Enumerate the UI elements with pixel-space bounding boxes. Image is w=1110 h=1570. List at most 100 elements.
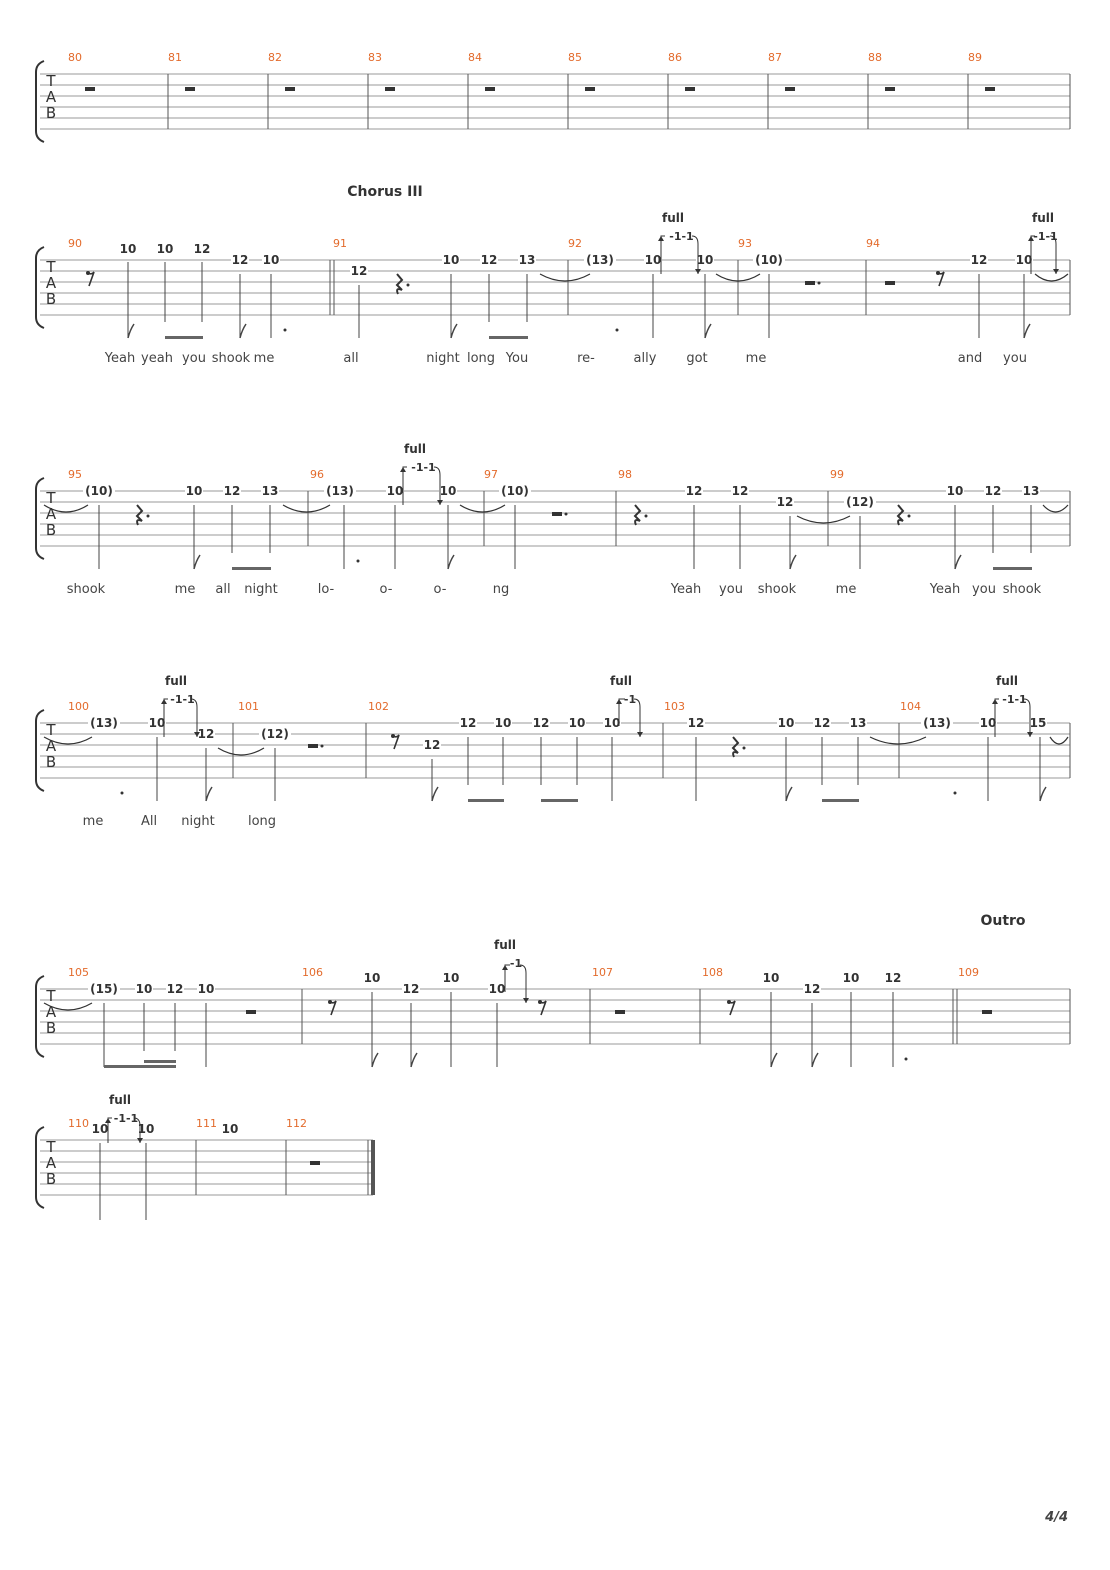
bend-full-label: full [109,1093,131,1107]
fret-bg [363,972,381,984]
note-flag [447,554,455,570]
fret-number: 12 [167,982,184,996]
lyric-syllable: Yeah [104,351,135,366]
bar-number: 109 [958,966,979,979]
lyric-syllable: you [719,582,743,597]
fret-bg [984,485,1002,497]
fret-bg [494,717,512,729]
note-flag [371,1052,379,1068]
tab-letter-t: T [45,258,56,276]
bend-arrowhead [161,699,167,704]
tab-letter-b: B [46,104,56,122]
rest-dot [644,514,648,518]
fret-bg [197,983,215,995]
note-flag [431,786,439,802]
fret-number: (13) [586,253,614,267]
half-rest [385,87,395,91]
bend-amount: -1 [510,957,522,970]
lyric-syllable: got [686,351,707,366]
lyric-syllable: All [141,814,157,829]
eighth-rest [328,1000,332,1004]
fret-bg [185,485,203,497]
bend-arrowhead [502,965,508,970]
fret-number: 10 [387,484,404,498]
rest-dot [907,514,911,518]
fret-number: 10 [443,253,460,267]
bar-number: 97 [484,468,498,481]
bar-number: 104 [900,700,921,713]
bend-arrowhead [105,1118,111,1123]
lyric-syllable: o- [380,582,393,597]
fret-number: 10 [980,716,997,730]
beam [993,567,1032,570]
fret-bg [442,972,460,984]
fret-number: 10 [136,982,153,996]
fret-bg [83,485,115,497]
fret-bg [119,243,137,255]
fret-bg [884,972,902,984]
note-flag [789,554,797,570]
quarter-rest [731,736,740,758]
bar-number: 86 [668,51,682,64]
dot [904,1057,908,1061]
fret-number: 12 [971,253,988,267]
note-flag [1023,323,1031,339]
tab-letter-a: A [46,737,57,755]
bend-release [133,1117,141,1143]
lyric-syllable: shook [1003,582,1042,597]
fret-bg [137,1123,155,1135]
half-rest [805,281,815,285]
note-flag [239,323,247,339]
lyric-syllable: night [244,582,277,597]
fret-bg [803,983,821,995]
note-flag [811,1052,819,1068]
bend-arrowhead [1053,269,1059,274]
rest-dot [146,514,150,518]
fret-bg [439,485,457,497]
beam [104,1065,176,1068]
lyric-syllable: all [343,351,358,366]
fret-number: 13 [1023,484,1040,498]
tie [217,747,265,756]
fret-bg [88,717,120,729]
bend-release [190,698,198,737]
fret-bg [753,254,785,266]
note-flag [1039,786,1047,802]
half-rest [485,87,495,91]
fret-bg [970,254,988,266]
eighth-rest [391,734,395,738]
rest-dot [817,281,821,285]
fret-number: 10 [569,716,586,730]
tab-letter-b: B [46,753,56,771]
tie [43,504,89,513]
tab-letter-a: A [46,274,57,292]
bend-arrowhead [137,1138,143,1143]
bar-number: 107 [592,966,613,979]
fret-bg [844,496,876,508]
bar-number: 85 [568,51,582,64]
fret-number: 12 [194,242,211,256]
bend-arrowhead [1028,236,1034,241]
fret-bg [842,972,860,984]
fret-bg [1022,485,1040,497]
lyric-syllable: me [254,351,275,366]
half-rest [246,1010,256,1014]
fret-bg [262,254,280,266]
bend-full-label: full [404,442,426,456]
bend-amount: -1-1 [1002,693,1026,706]
fret-number: (10) [85,484,113,498]
note-flag [704,323,712,339]
note-flag [785,786,793,802]
bend-amount: -1-1 [669,230,693,243]
tie [539,273,591,282]
half-rest [885,87,895,91]
note-flag [127,323,135,339]
note-flag [205,786,213,802]
tie [43,736,93,745]
fret-bg [221,1123,239,1135]
fret-bg [193,243,211,255]
fret-bg [1029,717,1047,729]
fret-bg [499,485,531,497]
fret-number: (10) [501,484,529,498]
fret-number: 10 [92,1122,109,1136]
